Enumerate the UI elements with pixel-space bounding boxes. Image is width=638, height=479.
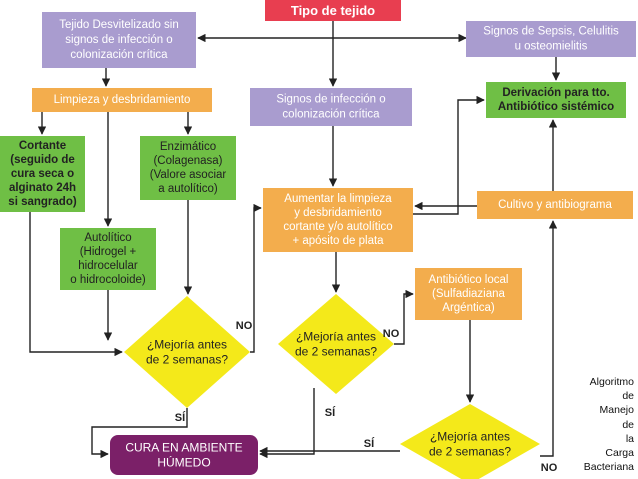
signos-infeccion-text: colonización crítica [282, 109, 380, 121]
mejoria-1-text: de 2 semanas? [146, 353, 228, 367]
edge-labels: NO SÍ NO SÍ SÍ NO [175, 320, 558, 474]
enzimatico-text: a autolítico) [158, 183, 218, 195]
tejido-desvitalizado-box [42, 12, 196, 68]
caption-word: de [622, 390, 634, 403]
derivacion-box [486, 82, 626, 118]
decision1-si-arrow [91, 408, 188, 459]
antibiotico-local-text: Argéntica) [442, 302, 495, 314]
caption-word: Algoritmo [589, 376, 634, 388]
cortante-to-decision1-arrow [29, 212, 123, 357]
autolitico-text: Autolítico [84, 232, 131, 244]
cultivo-text: Cultivo y antibiograma [498, 199, 612, 211]
derivacion-node: Derivación para tto. Antibiótico sistémic… [486, 82, 626, 118]
mejoria-2-text: ¿Mejoría antes [296, 330, 376, 344]
aumentar-node: Aumentar la limpieza y desbridamiento cort… [263, 188, 413, 252]
tipo-tejido-box [265, 0, 401, 21]
tipo-tejido-text: Tipo de tejido [291, 3, 375, 18]
caption-word: de [622, 418, 634, 431]
enzimatico-box [140, 136, 236, 200]
decision1-no-arrow [250, 203, 262, 353]
edge-label-si-1: SÍ [175, 411, 186, 424]
edge-label-no-2: NO [383, 328, 400, 340]
mejoria-3-text: ¿Mejoría antes [430, 430, 510, 444]
cortante-text: si sangrado) [8, 196, 77, 208]
cortante-text: Cortante [19, 140, 66, 152]
connectors [29, 21, 561, 459]
signos-infeccion-node: Signos de infección o colonización crític… [250, 88, 412, 126]
caption-word: Bacteriana [583, 461, 634, 474]
decision3-no-arrow [540, 220, 558, 457]
signos-infeccion-box [250, 88, 412, 126]
cortante-node: Cortante (seguido de cura seca o alginato 2… [0, 136, 85, 212]
autolitico-text: hidrocelular [78, 260, 138, 272]
signos-sepsis-text: u osteomielitis [515, 41, 588, 53]
edge-label-si-2: SÍ [325, 406, 336, 419]
autolitico-box [60, 228, 156, 290]
tejido-desvitalizado-text: Tejido Desvitelizado sin [59, 19, 179, 31]
decision2-si-arrow [259, 388, 315, 459]
enzimatico-text: (Colagenasa) [153, 155, 222, 167]
antibiotico-local-text: Antibiótico local [429, 274, 509, 286]
cortante-text: cura seca o [11, 168, 74, 180]
tejido-desvitalizado-node: Tejido Desvitelizado sin signos de infecc… [42, 12, 196, 68]
autolitico-text: (Hidrogel + [80, 246, 137, 258]
autolitico-text: o hidrocoloide) [70, 274, 146, 286]
limpieza-box [32, 88, 212, 112]
mejoria-1-text: ¿Mejoría antes [147, 338, 227, 352]
tejido-desvitalizado-text: colonización crítica [70, 49, 168, 61]
caption-word: la [625, 432, 634, 445]
cura-box [110, 435, 258, 475]
caption: Algoritmo de Manejo de la Carga Bacteria… [566, 375, 634, 474]
antibiotico-local-node: Antibiótico local (SulfadiazianaArgéntica… [415, 268, 522, 320]
aumentar-text: + apósito de plata [292, 235, 384, 247]
mejoria-1-diamond [124, 296, 250, 408]
cura-text: CURA EN AMBIENTE [125, 441, 242, 455]
edge-label-no-3: NO [541, 462, 558, 474]
mejoria-2-diamond [278, 294, 394, 394]
aumentar-to-derivacion-arrow [413, 95, 485, 215]
limpieza-text: Limpieza y desbridamiento [54, 94, 191, 106]
enzimatico-text: (Valore asociar [150, 169, 227, 181]
decision2-no-arrow [394, 289, 414, 345]
tipo-tejido-node: Tipo de tejido [265, 0, 401, 21]
enzimatico-text: Enzimático [160, 141, 216, 153]
cultivo-box [477, 191, 633, 219]
cortante-text: alginato 24h [9, 182, 76, 194]
antibiotico-local-box [415, 268, 522, 320]
signos-infeccion-text: Signos de infección o [276, 94, 385, 106]
cortante-box [0, 136, 85, 212]
edge-label-no-1: NO [236, 320, 253, 332]
cortante-text: (seguido de [10, 154, 75, 166]
mejoria-3-diamond [400, 404, 540, 479]
edge-label-si-3: SÍ [364, 437, 375, 450]
signos-sepsis-text: Signos de Sepsis, Celulitis [483, 26, 619, 38]
caption-word: Carga [605, 447, 634, 460]
limpieza-node: Limpieza y desbridamiento [32, 88, 212, 112]
enzimatico-node: Enzimático (Colagenasa) (Valore asociar a a… [140, 136, 236, 200]
cura-text: HÚMEDO [157, 455, 210, 470]
tejido-desvitalizado-text: signos de infección o [65, 34, 172, 46]
cultivo-node: Cultivo y antibiograma [477, 191, 633, 219]
aumentar-box [263, 188, 413, 252]
signos-sepsis-box [466, 21, 636, 57]
caption-word: Manejo [599, 404, 634, 417]
aumentar-text: cortante y/o autolítico [283, 221, 392, 233]
antibiotico-local-text: (Sulfadiaziana [432, 288, 505, 300]
signos-sepsis-node: Signos de Sepsis, Celulitis u osteomielit… [466, 21, 636, 57]
derivacion-text: Antibiótico sistémico [498, 101, 614, 113]
aumentar-text: y desbridamiento [294, 207, 382, 219]
autolitico-node: Autolítico (Hidrogel + hidrocelular o hidro… [60, 228, 156, 290]
mejoria-2-text: de 2 semanas? [295, 345, 377, 359]
aumentar-text: Aumentar la limpieza [284, 193, 392, 205]
mejoria-3-text: de 2 semanas? [429, 445, 511, 459]
derivacion-text: Derivación para tto. [502, 87, 609, 99]
